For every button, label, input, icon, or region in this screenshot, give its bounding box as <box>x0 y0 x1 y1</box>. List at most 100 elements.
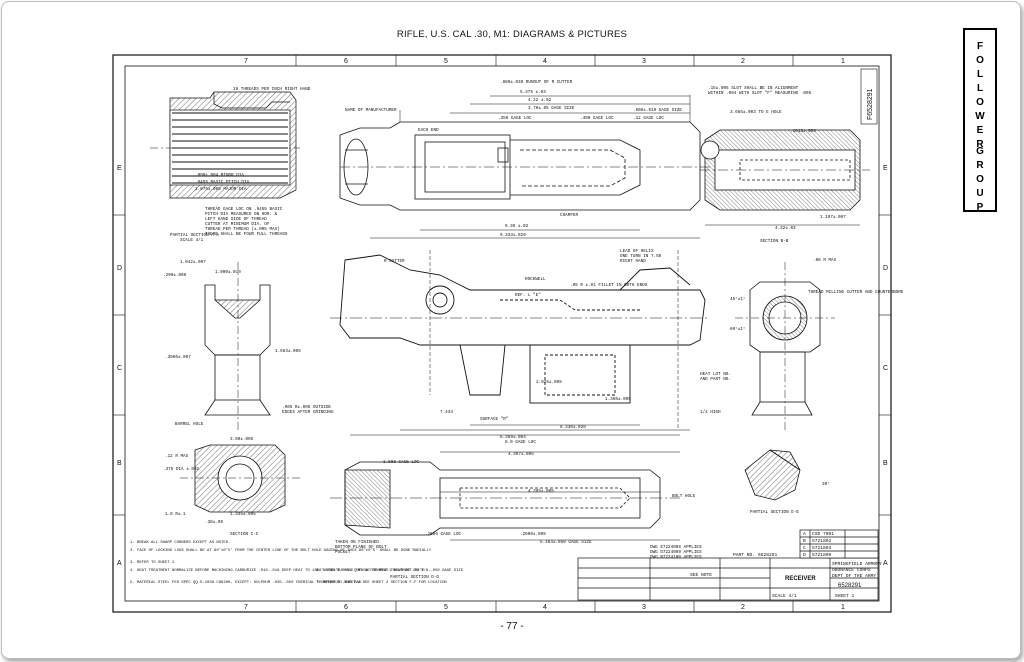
zone-col-1-bottom: 1 <box>841 604 845 611</box>
drawing-inner-border <box>124 65 880 602</box>
label-d5375: 5.375 ±.03 <box>520 90 546 95</box>
drawing-title-receiver: RECEIVER <box>785 576 816 582</box>
side-tab-line2-letter-3: O <box>976 174 984 185</box>
note-7: 7. REFER TO SHEET 2 SEE SHEET 2 SECTION … <box>316 581 447 585</box>
label-edge-2: EDGES AFTER GRINDING <box>282 410 334 415</box>
zone-col-2: 2 <box>741 58 745 65</box>
label-d508: .508±.010 GAGE SIZE <box>633 108 682 113</box>
note-6: 6. GRIND SURFACE "R" AFTER HEAT TREATMEN… <box>316 568 464 573</box>
vertical-drawing-number: F6528291 <box>867 88 874 120</box>
title-block <box>577 529 879 601</box>
note-2: 2. FACE OF LOCKING LUGS SHALL BE AT 90°±… <box>130 548 432 553</box>
label-thread-note-3: LEFT HAND SIDE OF THREAD <box>205 217 267 222</box>
section-dd-labels: 4.307±.005 4.385±.005 5.484±.050 GAGE SI… <box>335 452 696 580</box>
note-3: 3. REFER TO SHEET 2 <box>130 561 175 565</box>
label-d2600: .2600±.005 <box>520 532 546 537</box>
zone-row-a-right: A <box>883 560 888 567</box>
zone-row-e: E <box>117 165 122 172</box>
label-d2900: .290±.008 <box>163 273 187 278</box>
zone-col-6: 6 <box>344 58 348 65</box>
thread-detail-view <box>150 91 300 199</box>
label-d7434: 7.434 <box>440 410 453 415</box>
zone-col-3: 3 <box>642 58 646 65</box>
page-number: - 77 - <box>500 621 524 632</box>
label-minor-dia: .990±.004 MINOR DIA <box>195 173 244 178</box>
side-tab-line2-letter-4: U <box>976 188 984 199</box>
label-barrel-hole: BARREL HOLE <box>175 422 204 427</box>
sheet-label: SHEET 1 <box>835 593 855 599</box>
label-thread-note-1: THREAD GAGE LOC ON .9455 BASIC <box>205 207 283 212</box>
dwg-applies-2: DWG D7224099 APPLIES <box>650 550 702 555</box>
rev-d: D <box>803 552 806 558</box>
label-major-dia: 1.075±.005 MAJOR DIA <box>195 187 247 192</box>
zone-col-2-bottom: 2 <box>741 604 745 611</box>
label-section-bb: SECTION B-B <box>760 239 789 244</box>
zone-col-7-bottom: 7 <box>244 604 248 611</box>
label-cutter: R CUTTER <box>384 259 405 264</box>
zone-col-5-bottom: 5 <box>444 604 448 611</box>
zone-col-4-bottom: 4 <box>543 604 547 611</box>
label-d1042: 1.042±.007 <box>180 260 206 265</box>
dwg-applies-1: DWG E7224098 APPLIES <box>650 545 702 550</box>
right-end-view <box>735 262 835 430</box>
section-dd-view <box>330 451 680 541</box>
label-fillet: .05 R ±.01 FILLET IN BOTH ENDS <box>570 283 648 288</box>
label-edge-1: .005 R±.005 OUTSIDE <box>282 405 331 410</box>
left-end-view-labels: 1.042±.007 1.000±.010 .290±.008 .3960±.0… <box>163 260 334 427</box>
part-no-label: PART NO. <box>733 552 755 558</box>
label-taken-2: BOTTOM PLANE OF BOLT <box>335 545 387 550</box>
label-d638: 6.38 ±.02 <box>505 224 529 229</box>
label-pitch-dia: .9455 BASIC PITCH DIA <box>195 180 250 185</box>
label-taken-3: POCKET <box>335 550 351 555</box>
label-runout: .880±.030 RUNOUT OF R CUTTER <box>500 80 573 85</box>
zone-col-7: 7 <box>244 58 248 65</box>
label-heat-lot: HEAT LOT NO. <box>700 372 731 377</box>
section-bb-labels: .15±.005 SLOT SHALL BE IN ALIGNMENT WITH… <box>708 86 846 244</box>
label-d9333: 9.333±.020 <box>500 233 526 238</box>
scale-label: SCALE 4/1 <box>772 593 797 599</box>
label-d1000: 1.000±.010 <box>215 270 241 275</box>
zone-col-4: 4 <box>543 58 547 65</box>
label-d370: 3.70±.05 GAGE SIZE <box>528 106 575 111</box>
label-d4307: 4.307±.005 <box>508 452 534 457</box>
receiver-top-view <box>339 95 710 239</box>
section-cc-view <box>180 444 300 513</box>
part-no-value: 6528291 <box>758 552 778 558</box>
label-thread-note-2: PITCH DIA MEASURED ON HOR. & <box>205 212 278 217</box>
label-surface-r: SURFACE "R" <box>480 417 508 422</box>
drawing-notes: 1. BREAK ALL SHARP CORNERS EXCEPT AS NOT… <box>130 541 464 585</box>
label-d422: 4.22 ±.02 <box>528 98 552 103</box>
dwg-applies-3: DWG B7224100 APPLIES <box>650 555 702 560</box>
section-bb-view <box>700 129 870 226</box>
note-4: 4. HEAT TREATMENT NORMALIZE BEFORE MACHI… <box>130 568 425 573</box>
label-right-hand: RIGHT HAND <box>620 259 646 264</box>
label-d8_0: 8.0 GAGE LOC <box>505 440 536 445</box>
label-d4385: 4.385±.005 <box>528 489 554 494</box>
label-d2606: .2606 GAGE LOC <box>425 532 462 537</box>
dwg-applies-notes: DWG E7224098 APPLIES DWG D7224099 APPLIE… <box>650 545 702 560</box>
label-d8330: 8.330±.020 <box>560 425 586 430</box>
list-item-1: CSD 7001 <box>812 531 834 537</box>
label-d60: 60°±1° <box>730 327 745 332</box>
side-tab-line2-letter-2: R <box>976 160 984 171</box>
label-thread-note-6: THERE SHALL BE FOUR FULL THREADS <box>205 232 288 237</box>
section-ee-labels: 30° PARTIAL SECTION E-E <box>750 482 830 515</box>
label-slot-note-2: WITHIN .004 WITH SLOT "F" MEASURING .005 <box>708 91 812 96</box>
section-ee-view <box>744 449 801 501</box>
see-note-label: SEE NOTE <box>690 572 712 578</box>
zone-col-6-bottom: 6 <box>344 604 348 611</box>
note-1: 1. BREAK ALL SHARP CORNERS EXCEPT AS NOT… <box>130 541 230 545</box>
side-tab-line2-letter-5: P <box>976 202 984 213</box>
rev-a: A <box>803 531 806 537</box>
label-d08: .08 R MAX <box>813 258 837 263</box>
zone-column-markers: 7 6 5 4 3 2 1 7 6 5 4 3 2 1 <box>244 58 845 611</box>
label-d1345: 1.345±.005 <box>230 512 256 517</box>
label-thread-note-4: CUTTER AT MINIMUM DIA. OF <box>205 222 270 227</box>
label-d3685: 3.685±.003 TO E HOLE <box>730 110 782 115</box>
page-title: RIFLE, U.S. CAL .30, M1: DIAGRAMS & PICT… <box>396 29 628 40</box>
label-each-end: EACH END <box>418 128 439 133</box>
thread-detail-labels: 18 THREADS PER INCH RIGHT HAND .990±.004… <box>170 87 311 243</box>
label-d1197: 1.197±.007 <box>820 215 846 220</box>
